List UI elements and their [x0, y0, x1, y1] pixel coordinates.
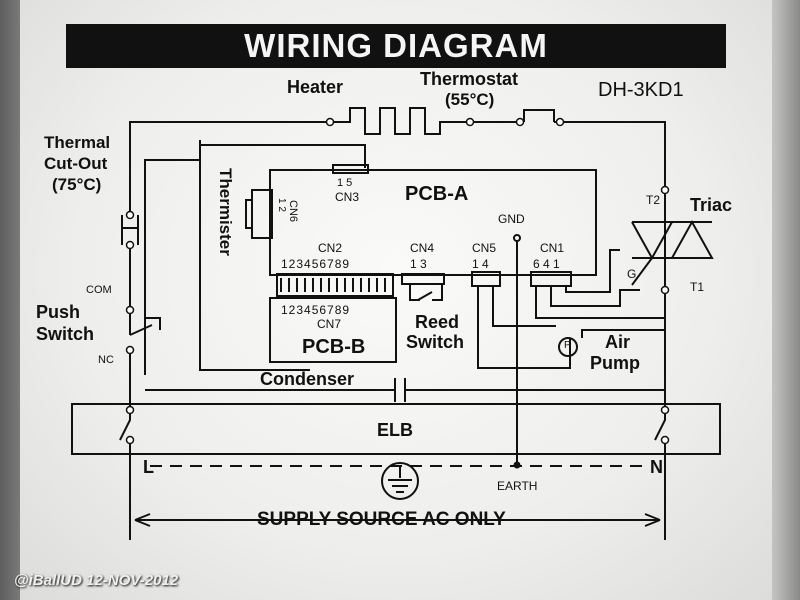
cn7-label: CN7 — [317, 317, 342, 331]
air-pump-label-1: Air — [605, 332, 631, 352]
thermal-cutout-label-3: (75°C) — [52, 175, 102, 194]
earth-icon — [381, 462, 419, 500]
cn7-pins: 123456789 — [281, 303, 351, 317]
pcb-b-box — [269, 297, 397, 363]
line-label: L — [143, 457, 154, 477]
cn1-pins: 6 4 1 — [533, 257, 560, 271]
cn5-pins: 1 4 — [472, 257, 489, 271]
heater-label: Heater — [287, 77, 344, 97]
cn1-label: CN1 — [540, 241, 565, 255]
reed-switch-label-1: Reed — [415, 312, 460, 332]
heater-coil-icon — [330, 107, 470, 135]
condenser-label: Condenser — [260, 369, 355, 389]
elb-box — [71, 403, 721, 455]
pcb-b-label: PCB-B — [302, 336, 366, 358]
push-switch-label-1: Push — [36, 302, 81, 322]
reed-switch-label-2: Switch — [406, 332, 465, 352]
supply-label: SUPPLY SOURCE AC ONLY — [257, 509, 506, 530]
cn4-label: CN4 — [410, 241, 435, 255]
thermister-label: Thermister — [216, 168, 235, 256]
earth-label: EARTH — [497, 479, 538, 493]
thermal-cutout-icon — [121, 215, 139, 245]
air-pump-icon — [558, 337, 578, 357]
cn4-pins: 1 3 — [410, 257, 427, 271]
cn2-pins: 123456789 — [281, 257, 351, 271]
gnd-terminal — [513, 234, 521, 242]
pump-symbol-label: P — [564, 340, 571, 351]
condenser-icon — [145, 378, 665, 402]
nc-label: NC — [98, 354, 114, 366]
thermostat-temp-label: (55°C) — [445, 90, 495, 109]
cn3-pins: 1 5 — [337, 177, 353, 189]
cn6-connector — [251, 189, 273, 239]
supply-arrow — [129, 470, 666, 540]
triac-icon — [631, 195, 714, 290]
wire-thermister — [199, 160, 310, 371]
thermostat-contact-icon — [523, 109, 555, 122]
thermal-cutout-label-2: Cut-Out — [44, 154, 108, 173]
triac-t1-label: T1 — [690, 280, 705, 294]
pcb-a-label: PCB-A — [405, 183, 469, 205]
elb-label: ELB — [377, 420, 413, 440]
wire-top-left — [129, 121, 330, 213]
triac-t2-label: T2 — [646, 193, 661, 207]
diagram-title: WIRING DIAGRAM — [244, 27, 548, 64]
cn6-pins: 1 2 — [276, 198, 287, 212]
com-label: COM — [86, 284, 112, 296]
wire-cn5 — [477, 286, 665, 369]
push-switch-label-2: Switch — [36, 324, 95, 344]
wire-cn1 — [535, 249, 665, 319]
cn3-label: CN3 — [335, 190, 360, 204]
thermal-cutout-label-1: Thermal — [44, 133, 111, 152]
wire-cn3 — [144, 144, 366, 375]
air-pump-label-2: Pump — [590, 353, 641, 373]
cn6-label: CN6 — [287, 200, 299, 223]
push-switch-icon — [129, 317, 161, 336]
triac-label: Triac — [690, 195, 733, 215]
triac-g-label: G — [627, 267, 637, 281]
cn5-label: CN5 — [472, 241, 497, 255]
neutral-label: N — [650, 457, 663, 477]
gnd-label: GND — [498, 212, 525, 226]
cn2-label: CN2 — [318, 241, 343, 255]
cn2-connector — [276, 273, 394, 297]
model-number: DH-3KD1 — [598, 79, 684, 101]
thermostat-label: Thermostat — [420, 69, 519, 89]
title-bar: WIRING DIAGRAM — [66, 24, 726, 68]
watermark-text: @iBallUD 12-NOV-2012 — [14, 572, 179, 589]
reed-switch-icon — [409, 284, 443, 301]
